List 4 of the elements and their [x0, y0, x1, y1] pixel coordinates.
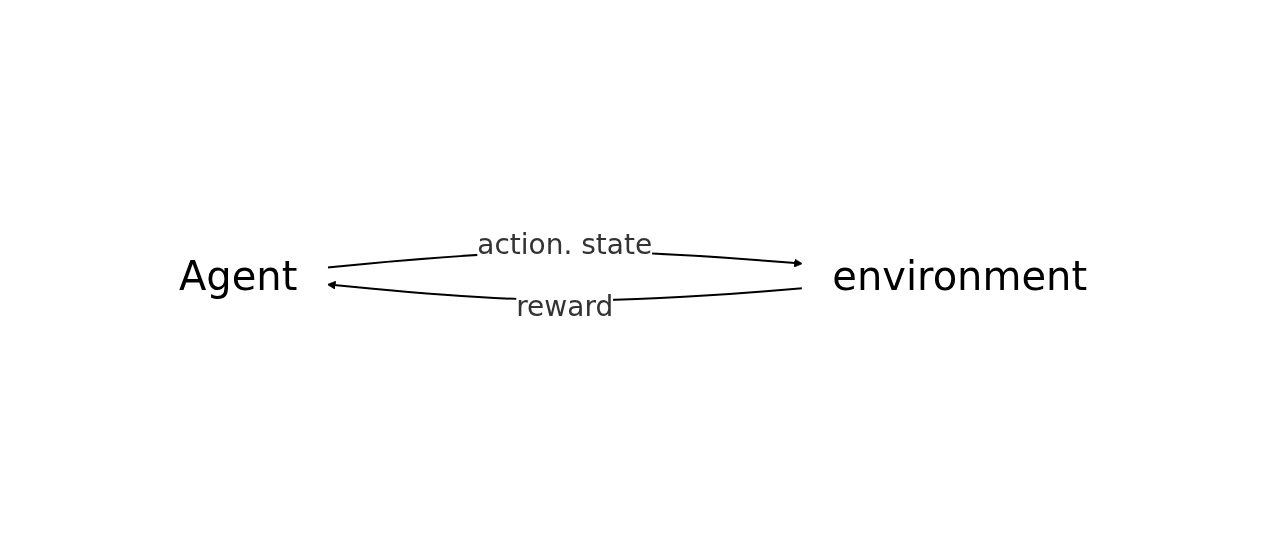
- node-text: environment: [832, 253, 1088, 299]
- node-text: Agent: [178, 253, 298, 299]
- edge-label: action. state: [477, 228, 653, 262]
- edge-label: reward: [516, 289, 614, 323]
